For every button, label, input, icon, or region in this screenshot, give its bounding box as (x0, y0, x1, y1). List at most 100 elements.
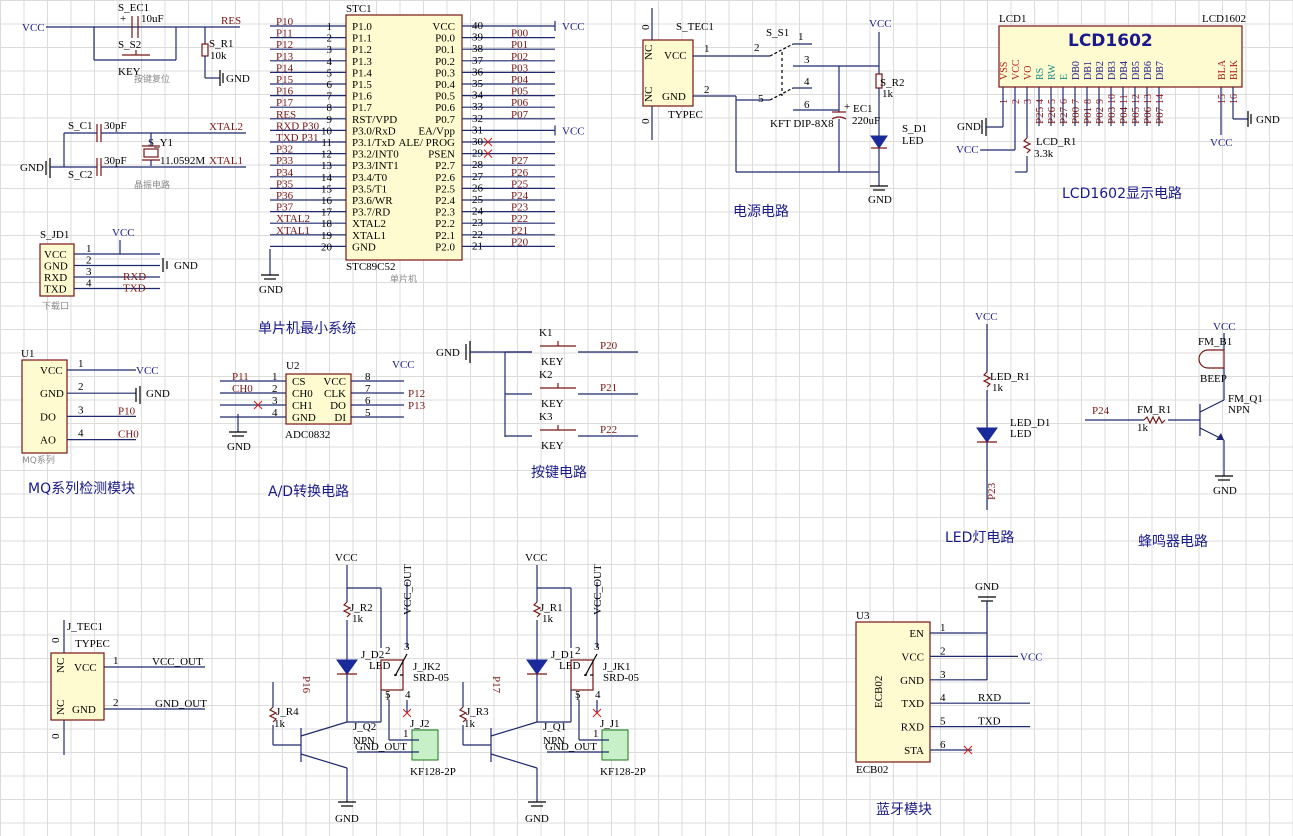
no-connect-mark (592, 708, 602, 718)
crystal-c1-val: 30pF (104, 120, 127, 132)
relay-out: VCC_OUT (592, 564, 604, 615)
mcu-pin-num: 24 (472, 206, 484, 218)
adc-part: ADC0832 (285, 429, 330, 441)
mcu-pin-net: P02 (511, 51, 528, 63)
lcd-pin-net: P00 (1070, 106, 1082, 124)
bt-pin-num: 6 (940, 739, 946, 751)
transistor-collector (490, 721, 538, 737)
mcu-pin-num: 7 (327, 91, 333, 103)
mcu-pin-net: P10 (276, 16, 294, 28)
power-res-val: 1k (882, 88, 894, 100)
mcu-pin-num: 28 (472, 159, 484, 171)
mcu-pin-num: 4 (327, 56, 333, 68)
reset-cap-ref: S_EC1 (118, 2, 149, 14)
mcu-pin-net: P04 (511, 74, 529, 86)
mcu-pin-name: XTAL2 (352, 218, 386, 230)
svg-text:GND: GND (1256, 114, 1280, 126)
relay-pin: 4 (595, 689, 601, 701)
bt-pin-net: TXD (978, 716, 1001, 728)
key-type: KEY (541, 440, 564, 452)
lcd-pin-name: DB7 (1155, 61, 1166, 80)
lcd-pin-net: P26 (1046, 106, 1058, 124)
download-pin-num: 4 (86, 278, 92, 290)
typec2-gnd: GND (72, 704, 96, 716)
lcd-pin-net: P06 (1142, 106, 1154, 124)
relay-pin: 3 (594, 641, 600, 653)
no-connect-mark (483, 137, 493, 147)
mcu-gnd: GND (259, 284, 283, 296)
buzzer-net: P24 (1092, 405, 1110, 417)
buzzer-ref: FM_B1 (1198, 336, 1232, 348)
lcd-pin-num: 12 (1131, 94, 1142, 104)
relay-pin: 1 (593, 728, 599, 740)
mcu-pin-num: 36 (472, 66, 484, 78)
relay-gnd-out: GND_OUT (545, 741, 597, 753)
lcd-pin-num: 6 (1059, 99, 1070, 104)
relay-rbase-ref: J_R4 (276, 706, 299, 718)
mcu-pin-net: P26 (511, 167, 529, 179)
adc-pin-num: 2 (272, 383, 278, 395)
adc-ref: U2 (286, 360, 299, 372)
buzzer-vcc: VCC (1213, 321, 1236, 333)
mcu-pin-net: P24 (511, 190, 529, 202)
adc-pin-net: P13 (408, 400, 426, 412)
adc-pin-name: DO (330, 400, 346, 412)
power-led-ref: S_D1 (902, 123, 927, 135)
mcu-pin-name: P1.4 (352, 67, 372, 79)
no-connect-mark (402, 708, 412, 718)
typec2-nc2: NC (55, 700, 67, 715)
mcu-pin-name: P0.2 (435, 56, 455, 68)
lcd-pin-net: P03 (1106, 106, 1118, 124)
power-sw-pin3: 3 (804, 54, 810, 66)
adc-pin-net: P11 (232, 371, 249, 383)
lcd-pin-name: DB5 (1131, 61, 1142, 80)
relay-gnd-out: GND_OUT (355, 741, 407, 753)
bt-pin-name: VCC (901, 651, 924, 663)
crystal-gnd: GND (20, 162, 44, 174)
power-cap-val: 220uF (852, 115, 880, 127)
lcd-pin-name: BLK (1229, 59, 1240, 80)
power-res-ref: S_R2 (880, 77, 904, 89)
lcd-pin-num: 4 (1035, 99, 1046, 104)
lcd-pin-num: 1 (999, 99, 1010, 104)
relay-transistor: J_Q2 (353, 721, 376, 733)
relay-pin: 2 (385, 645, 391, 657)
led-net: P23 (986, 482, 998, 500)
transistor-emitter (490, 753, 538, 769)
download-pin-name: TXD (44, 284, 67, 296)
typec-output: J_TEC1 TYPEC NC VCC GND NC 0 0 1 2 VCC_O… (50, 620, 207, 755)
power-pin-vcc: VCC (664, 50, 687, 62)
lcd-pin-num: 10 (1107, 94, 1118, 104)
svg-text:+: + (120, 13, 126, 25)
mcu-pin-net: P20 (511, 236, 529, 248)
power-cap-ref: EC1 (853, 103, 873, 115)
mcu-pin-num: 26 (472, 182, 484, 194)
relay-pin: 4 (405, 689, 411, 701)
crystal-xtal-ref: S_Y1 (148, 137, 173, 149)
relay-out: VCC_OUT (402, 564, 414, 615)
lcd-pin-name: E (1059, 74, 1070, 80)
resistor (268, 706, 278, 723)
mcu-pin-num: 29 (472, 148, 484, 160)
led-res-val: 1k (992, 382, 1004, 394)
adc-pin-name: VCC (323, 376, 346, 388)
power-zero2: 0 (640, 118, 652, 124)
relay-in: P16 (300, 676, 312, 694)
lcd-pin-name: DB2 (1095, 61, 1106, 80)
typec2-zero2: 0 (50, 733, 62, 739)
bt-pin-name: TXD (901, 698, 924, 710)
mcu-pin-net: P14 (276, 62, 294, 74)
power-sw-pin6: 6 (804, 99, 810, 111)
mcu-pin-num: 32 (472, 113, 483, 125)
mcu-pin-num: 12 (321, 149, 332, 161)
mcu-pin-net: P25 (511, 178, 529, 190)
crystal-net2: XTAL1 (209, 155, 243, 167)
power-switch-type: KFT DIP-8X8 (770, 118, 834, 130)
mcu-pin-net: P13 (276, 51, 294, 63)
adc-pin-num: 3 (272, 395, 278, 407)
mcu-pin-name: P2.3 (435, 207, 455, 219)
lcd-circuit: LCD1 LCD1602 LCD1602 VSS1VCC2VO3RS4P25RW… (956, 13, 1280, 173)
